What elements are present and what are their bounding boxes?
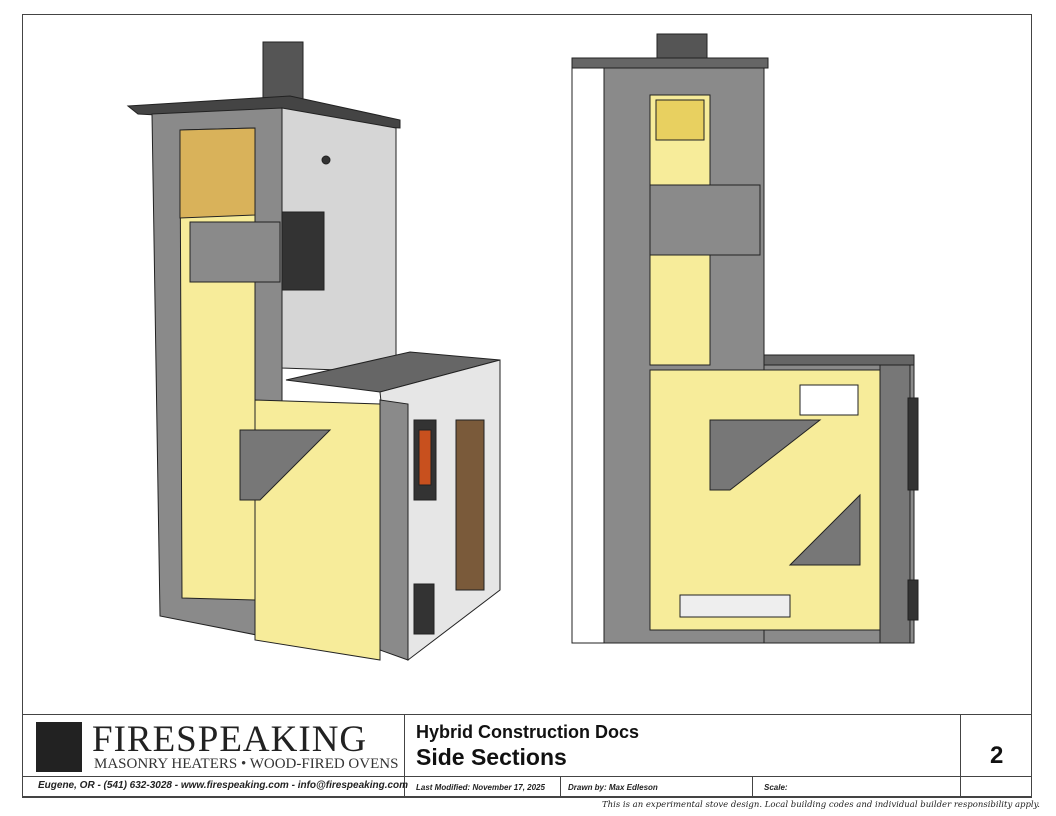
disclaimer: This is an experimental stove design. Lo… (601, 800, 1040, 810)
cleanout-block (189, 221, 281, 283)
divider (22, 776, 1032, 777)
cooktop-section (763, 354, 915, 366)
firebox-door-section (907, 397, 919, 491)
cookstove-front-wall (379, 399, 409, 661)
ash-pit (679, 594, 791, 618)
side-section-view (571, 33, 919, 644)
contact-info: Eugene, OR - (541) 632-3028 - www.firesp… (38, 780, 409, 791)
fire-glass (418, 429, 432, 486)
divider (752, 776, 753, 797)
chimney-pipe-section (656, 33, 708, 59)
top-cap-section (571, 57, 769, 69)
upper-firebrick (179, 127, 256, 219)
last-modified: Last Modified: November 17, 2025 (416, 783, 545, 792)
sheet-number: 2 (990, 742, 1004, 769)
wall-section (571, 67, 605, 644)
cooking-opening (799, 384, 859, 416)
title-block-bottom-rule (22, 796, 1032, 798)
baffle-section (709, 419, 822, 491)
scale: Scale: (764, 783, 788, 792)
divider (960, 714, 961, 797)
firewood-storage (455, 419, 485, 591)
isometric-section-view (126, 41, 501, 661)
top-chamber (655, 99, 705, 141)
damper-knob (321, 155, 331, 165)
ash-door (413, 583, 435, 635)
divider (560, 776, 561, 797)
divider (404, 714, 405, 797)
heater-door (281, 211, 325, 291)
stove-drawings (126, 33, 919, 661)
cookstove-front-section (879, 364, 911, 644)
drawn-by: Drawn by: Max Edleson (568, 783, 658, 792)
firespeaking-logo-icon (36, 722, 82, 772)
doc-title: Hybrid Construction Docs (416, 722, 640, 742)
sheet-title: Side Sections (416, 744, 567, 770)
floor-baffle-section (788, 493, 861, 566)
cleanout-section (649, 184, 761, 256)
brand-tagline: MASONRY HEATERS • WOOD-FIRED OVENS (94, 756, 399, 772)
ash-door-section (907, 579, 919, 621)
baffle (239, 429, 332, 501)
title-block-top-rule (22, 714, 1032, 715)
brand-name: FIRESPEAKING (92, 719, 368, 760)
chimney-pipe (262, 41, 304, 103)
